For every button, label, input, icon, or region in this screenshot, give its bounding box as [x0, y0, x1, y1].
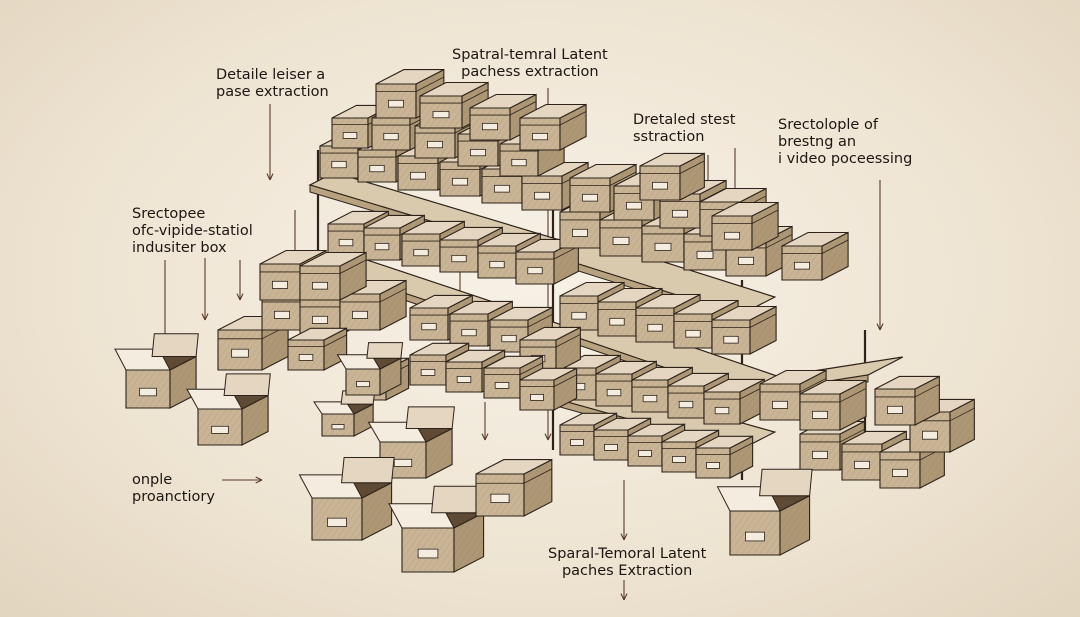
label-left-mid: Srectopee ofc-vipide-statiol indusiter b…	[132, 206, 253, 256]
leader-line	[201, 258, 209, 321]
leader-line	[481, 402, 489, 441]
label-bottom-center: Sparal-Temoral Latent paches Extraction	[548, 546, 707, 579]
archive-box	[287, 327, 348, 371]
label-top-center: Spatral-temral Latent pachess extraction	[452, 47, 608, 80]
archive-box	[716, 468, 813, 556]
archive-box	[388, 485, 487, 573]
leader-line	[266, 104, 274, 181]
archive-box	[711, 305, 777, 355]
archive-box	[313, 390, 376, 437]
leader-line	[620, 580, 628, 601]
leader-line	[620, 480, 628, 541]
archive-box	[695, 435, 754, 479]
archive-box	[114, 333, 199, 409]
archive-box	[299, 251, 367, 301]
archive-box	[475, 458, 553, 517]
label-top-right: Srectolople of brestng an i video pocees…	[778, 117, 913, 167]
leader-line	[876, 180, 884, 331]
leader-line	[236, 260, 244, 301]
archive-box	[635, 293, 701, 343]
archive-box	[703, 378, 765, 425]
archive-box	[711, 201, 779, 251]
label-bottom-left: onple proanctiory	[132, 472, 215, 505]
archive-box	[499, 129, 565, 177]
label-top-mid-right: Dretaled stest sstraction	[633, 112, 736, 145]
archive-box	[298, 457, 395, 541]
archive-box	[336, 342, 404, 396]
archive-box	[639, 152, 705, 201]
archive-box	[519, 367, 578, 411]
archive-box	[186, 373, 271, 446]
archive-box	[515, 238, 579, 285]
label-top-left: Detaile leiser a pase extraction	[216, 67, 329, 100]
archive-box	[781, 231, 849, 281]
archive-box	[874, 375, 940, 426]
leader-line	[161, 260, 169, 341]
archive-boxes	[114, 68, 975, 573]
archive-box	[799, 379, 867, 431]
archive-box	[519, 103, 587, 151]
leader-line	[222, 476, 263, 484]
